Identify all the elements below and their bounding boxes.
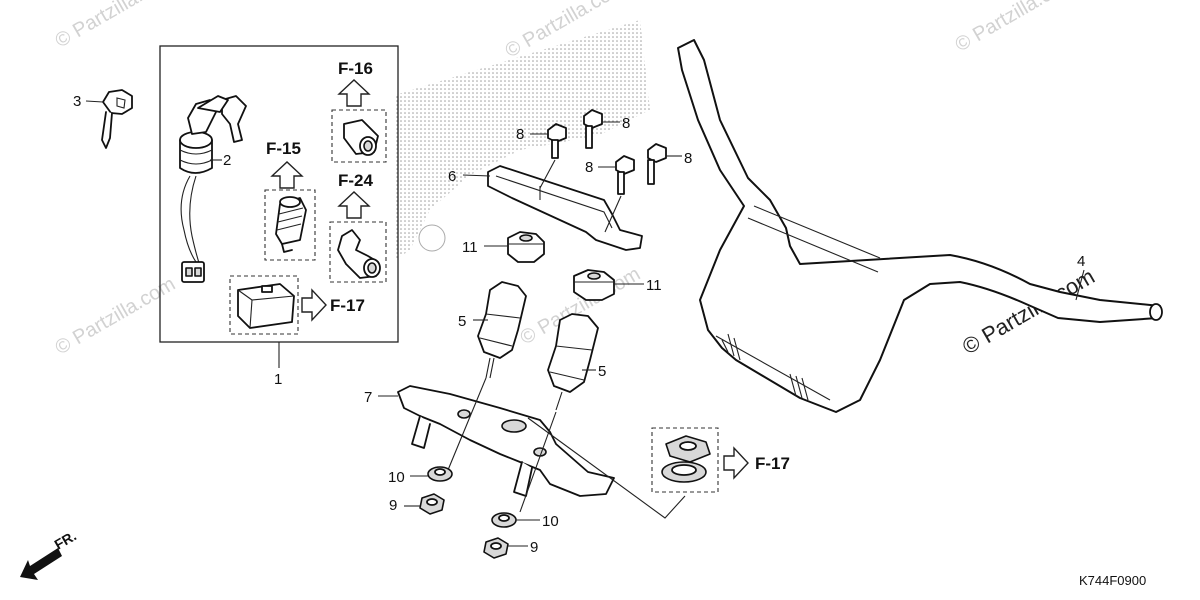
- front-direction-label: FR.: [52, 527, 80, 552]
- stem-nut-icon: [661, 435, 711, 483]
- callout-8a: 8: [516, 126, 524, 143]
- callout-8d: 8: [684, 150, 692, 167]
- arrow-up-f16: [337, 79, 371, 107]
- callout-9b: 9: [530, 539, 538, 556]
- washer-icon: [427, 466, 453, 482]
- stem-nut-dashed-box: [651, 427, 719, 493]
- callout-9a: 9: [389, 497, 397, 514]
- nut-icon: [419, 493, 445, 515]
- ref-f17-left: F-17: [330, 296, 365, 315]
- arrow-to-f17-left: [301, 288, 327, 322]
- arrow-to-f17-right: [723, 446, 749, 480]
- handlebar-icon: [677, 39, 1163, 413]
- callout-3: 3: [73, 93, 81, 110]
- nut-icon: [483, 537, 509, 559]
- ref-f16: F-16: [338, 59, 373, 78]
- lock-cylinder-icon: [275, 196, 307, 253]
- seat-lock-icon: [343, 119, 379, 156]
- bolt-icon: [647, 143, 667, 185]
- callout-5a: 5: [458, 313, 466, 330]
- callout-11b: 11: [646, 277, 662, 294]
- arrow-up-f24: [337, 191, 371, 219]
- f24-lock-dashed-box: [329, 221, 387, 283]
- shaded-bolt-hole: [418, 224, 446, 252]
- ref-f24: F-24: [338, 171, 374, 190]
- callout-8b: 8: [622, 115, 630, 132]
- front-direction-arrow-icon: [20, 548, 62, 580]
- ignition-switch-icon: [179, 95, 247, 283]
- helmet-lock-icon: [337, 229, 381, 279]
- key-icon: [101, 89, 133, 149]
- upper-holder-left-icon: [507, 231, 545, 263]
- callout-2: 2: [223, 152, 231, 169]
- washer-icon: [491, 512, 517, 528]
- lower-holder-right-icon: [547, 313, 599, 411]
- callout-8c: 8: [585, 159, 593, 176]
- bolt-icon: [583, 109, 603, 149]
- callout-5b: 5: [598, 363, 606, 380]
- callout-10a: 10: [388, 469, 405, 486]
- lower-holder-left-icon: [477, 281, 527, 379]
- callout-6: 6: [448, 168, 456, 185]
- shaded-background-area: [395, 20, 650, 260]
- f16-lock-dashed-box: [331, 109, 387, 163]
- handlebar-bracket-icon: [397, 385, 615, 497]
- bolt-icon: [539, 123, 567, 189]
- upper-holder-right-icon: [573, 269, 615, 301]
- callout-11a: 11: [462, 239, 478, 256]
- callout-1: 1: [274, 371, 282, 388]
- ref-f15: F-15: [266, 139, 301, 158]
- callout-10b: 10: [542, 513, 559, 530]
- watermark-1: © Partzilla.com: [52, 0, 180, 52]
- arrow-up-f15: [270, 161, 304, 189]
- diagram-part-code: K744F0900: [1079, 573, 1146, 588]
- callout-4: 4: [1077, 253, 1085, 270]
- callout-7: 7: [364, 389, 372, 406]
- watermark-3: © Partzilla.com: [952, 0, 1080, 56]
- ref-f17-right: F-17: [755, 454, 790, 473]
- cylinder-dashed-box: [264, 189, 316, 261]
- bolt-icon: [604, 155, 635, 233]
- connector-cover-icon: [237, 283, 295, 329]
